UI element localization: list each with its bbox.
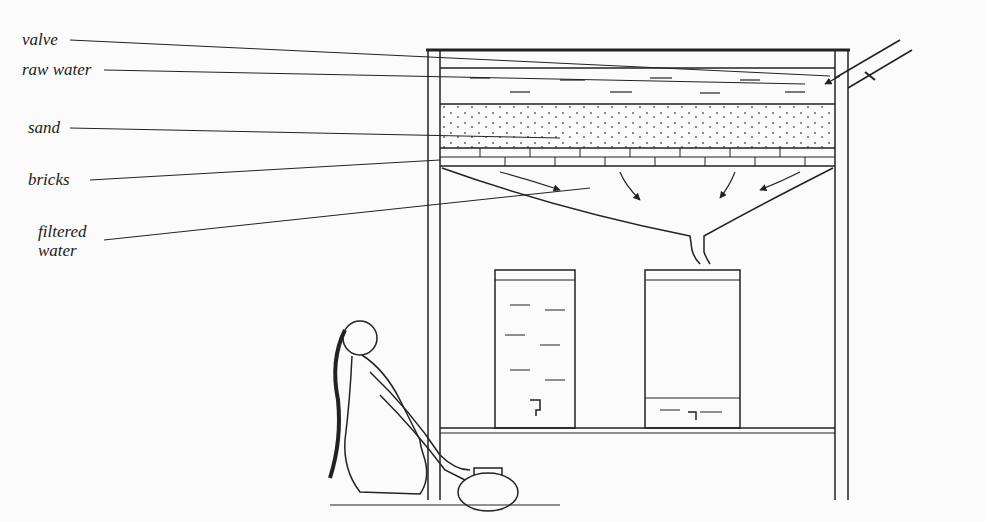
part-label: raw water xyxy=(22,60,91,79)
part-label: filtered water xyxy=(38,222,116,260)
part-label: bricks xyxy=(28,170,70,189)
part-label: sand xyxy=(28,118,60,137)
part-label: valve xyxy=(22,30,58,49)
